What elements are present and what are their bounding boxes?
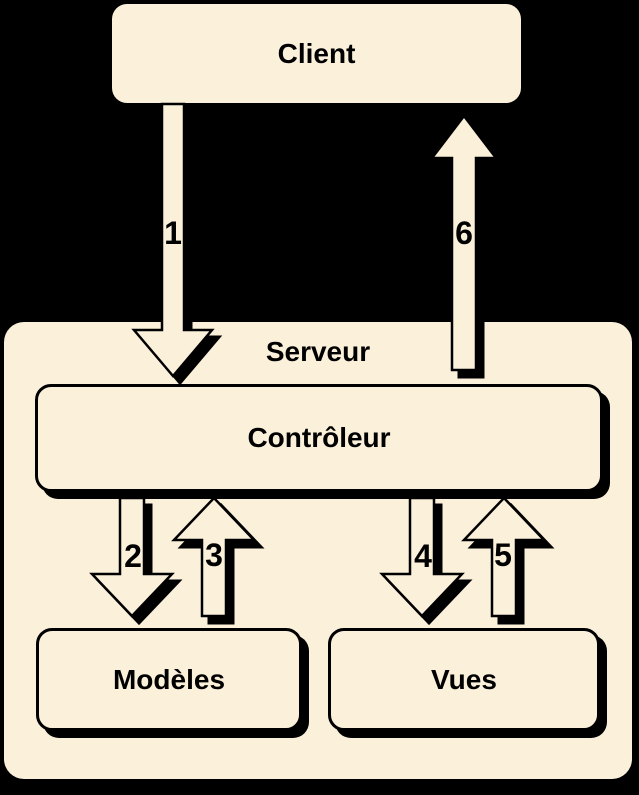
node-controller: Contrôleur <box>35 384 603 492</box>
node-server-label: Serveur <box>265 336 371 367</box>
node-views-label: Vues <box>431 663 497 695</box>
node-views: Vues <box>328 628 600 731</box>
node-models: Modèles <box>36 628 302 731</box>
arrow-step-number-3: 3 <box>205 536 223 573</box>
arrow-step-number-5: 5 <box>494 536 512 573</box>
node-models-label: Modèles <box>112 663 226 695</box>
arrow-step-number-4: 4 <box>414 537 432 574</box>
node-client-label: Client <box>277 37 356 69</box>
node-client: Client <box>112 4 521 103</box>
arrow-step-number-2: 2 <box>124 537 142 574</box>
arrow-step-number-1: 1 <box>164 214 182 251</box>
node-server-container: Serveur Contrôleur Modèles Vues <box>4 322 632 779</box>
node-controller-label: Contrôleur <box>247 422 391 453</box>
arrow-step-number-6: 6 <box>455 214 473 251</box>
